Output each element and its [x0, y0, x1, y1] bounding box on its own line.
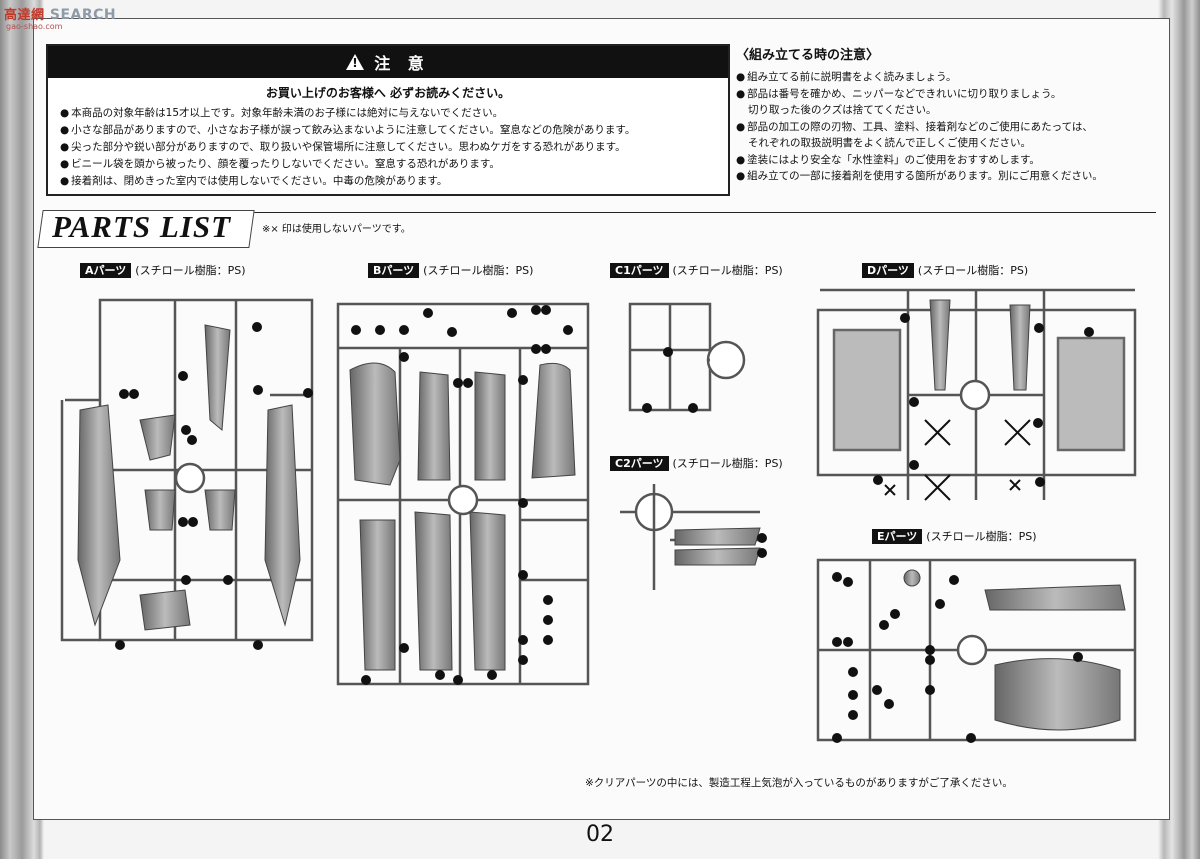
caution-box: 注 意 お買い上げのお客様へ 必ずお読みください。 本商品の対象年齢は15才以上… [46, 44, 730, 196]
sprue-d [816, 288, 1137, 500]
page-number: 02 [586, 822, 614, 847]
notes-title: 〈組み立てる時の注意〉 [736, 48, 880, 63]
assembly-notes: 〈組み立てる時の注意〉 組み立てる前に説明書をよく読みましょう。 部品は番号を確… [736, 44, 1156, 185]
caution-item: 尖った部分や鋭い部分がありますので、取り扱いや保管場所に注意してください。思わぬ… [60, 139, 728, 156]
notes-item: 塗装にはより安全な「水性塗料」のご使用をおすすめします。 [736, 152, 1156, 169]
caution-header: 注 意 [48, 46, 728, 78]
sprue-b [336, 302, 590, 686]
caution-item: ビニール袋を頭から被ったり、顔を覆ったりしないでください。窒息する恐れがあります… [60, 156, 728, 173]
sprue-c2 [620, 484, 760, 590]
notes-item: 組み立ての一部に接着剤を使用する箇所があります。別にご用意ください。 [736, 168, 1156, 185]
footnote: ※クリアパーツの中には、製造工程上気泡が入っているものがありますがご了承ください… [585, 777, 1013, 789]
caution-item: 接着剤は、閉めきった室内では使用しないでください。中毒の危険があります。 [60, 173, 728, 190]
warning-triangle-icon [346, 54, 365, 70]
caution-item: 本商品の対象年齢は15才以上です。対象年齢未満のお子様には絶対に与えないでくださ… [60, 105, 728, 122]
notes-item: 切り取った後のクズは捨ててください。 [748, 104, 937, 116]
sprue-e [816, 558, 1137, 742]
caution-title: 注 意 [374, 54, 430, 73]
group-label-c2: C2パーツ(スチロール樹脂：PS) [610, 455, 783, 471]
caution-item: 小さな部品がありますので、小さなお子様が誤って飲み込まないように注意してください… [60, 122, 728, 139]
caution-list: 本商品の対象年齢は15才以上です。対象年齢未満のお子様には絶対に与えないでくださ… [48, 105, 728, 190]
group-label-b: Bパーツ(スチロール樹脂：PS) [368, 262, 533, 278]
parts-list-title: PARTS LIST [52, 209, 232, 244]
caution-subtitle: お買い上げのお客様へ 必ずお読みください。 [265, 86, 511, 100]
sprue-c1 [628, 302, 746, 412]
group-label-a: Aパーツ(スチロール樹脂：PS) [80, 262, 246, 278]
parts-list-rule [46, 212, 1156, 213]
group-label-c1: C1パーツ(スチロール樹脂：PS) [610, 262, 783, 278]
group-label-d: Dパーツ(スチロール樹脂：PS) [862, 262, 1028, 278]
watermark-url: gao-shao.com [6, 22, 63, 31]
notes-item: 組み立てる前に説明書をよく読みましょう。 [736, 69, 1156, 86]
watermark-logo: 高達網 SEARCH [4, 7, 117, 23]
parts-list-note: ※× 印は使用しないパーツです。 [262, 224, 411, 235]
notes-item: 部品の加工の際の刃物、工具、塗料、接着剤などのご使用にあたっては、 [736, 119, 1156, 136]
notes-item: 部品は番号を確かめ、ニッパーなどできれいに切り取りましょう。 [736, 86, 1156, 103]
group-label-e: Eパーツ(スチロール樹脂：PS) [872, 528, 1037, 544]
notes-list: 組み立てる前に説明書をよく読みましょう。 部品は番号を確かめ、ニッパーなどできれ… [736, 69, 1156, 185]
notes-item: それぞれの取扱説明書をよく読んで正しくご使用ください。 [748, 137, 1031, 149]
